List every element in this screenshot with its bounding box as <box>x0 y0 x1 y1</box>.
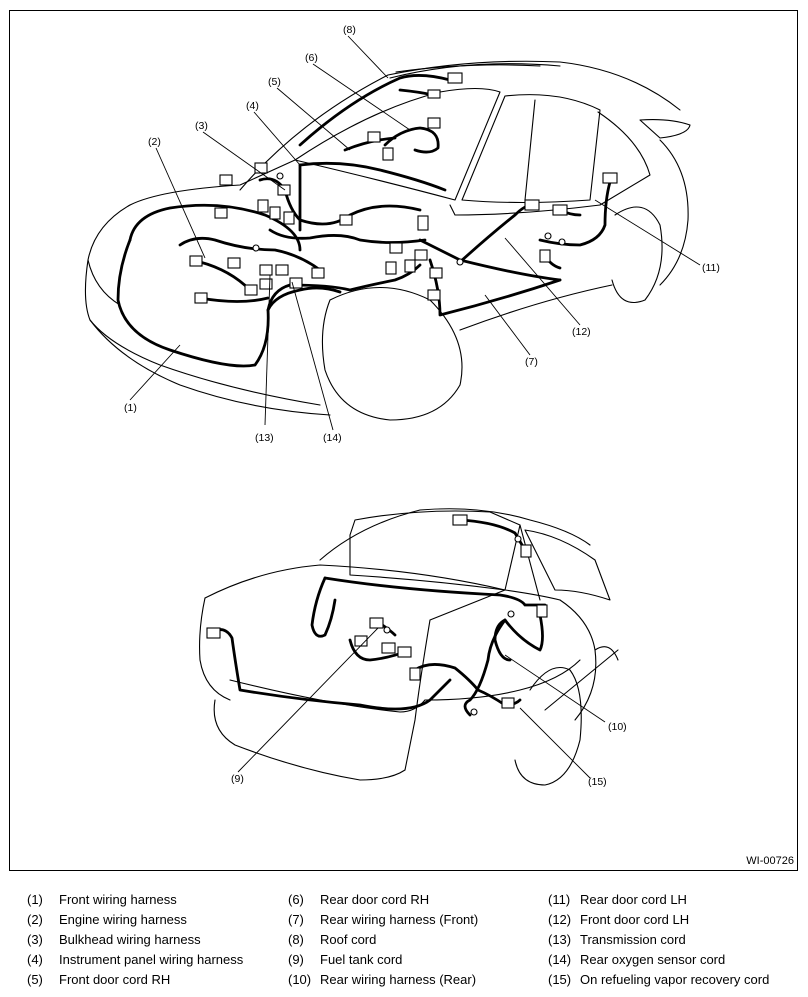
callout-12: (12) <box>572 326 591 338</box>
legend-item: (3)Bulkhead wiring harness <box>27 932 201 947</box>
callout-6: (6) <box>305 52 318 64</box>
rear-harness-runs <box>210 518 547 717</box>
legend-item: (14)Rear oxygen sensor cord <box>548 952 726 967</box>
legend-item: (6)Rear door cord RH <box>288 892 430 907</box>
legend-item: (9)Fuel tank cord <box>288 952 403 967</box>
callout-14: (14) <box>323 432 342 444</box>
front-car-outline <box>84 60 691 421</box>
callout-15: (15) <box>588 776 607 788</box>
diagram-frame <box>9 10 798 871</box>
callout-7: (7) <box>525 356 538 368</box>
legend-item: (4)Instrument panel wiring harness <box>27 952 244 967</box>
legend-item: (11)Rear door cord LH <box>548 892 687 907</box>
legend: (1)Front wiring harness (2)Engine wiring… <box>0 888 808 997</box>
callout-10: (10) <box>608 721 627 733</box>
callout-8: (8) <box>343 24 356 36</box>
callout-11: (11) <box>702 262 720 274</box>
legend-item: (2)Engine wiring harness <box>27 912 187 927</box>
legend-item: (8)Roof cord <box>288 932 377 947</box>
legend-item: (12)Front door cord LH <box>548 912 690 927</box>
callout-13: (13) <box>255 432 274 444</box>
callout-3: (3) <box>195 120 208 132</box>
legend-item: (15)On refueling vapor recovery cord <box>548 972 770 987</box>
callout-2: (2) <box>148 136 161 148</box>
legend-item: (1)Front wiring harness <box>27 892 177 907</box>
wiring-diagram: (8) (6) (5) (4) (3) (2) (1) (13) (14) (7… <box>84 24 720 788</box>
callout-5: (5) <box>268 76 281 88</box>
leader-lines <box>129 35 701 779</box>
callout-labels: (8) (6) (5) (4) (3) (2) (1) (13) (14) (7… <box>124 24 720 788</box>
callout-1: (1) <box>124 402 137 414</box>
callout-4: (4) <box>246 100 259 112</box>
legend-item: (13)Transmission cord <box>548 932 686 947</box>
front-connectors <box>189 72 618 304</box>
legend-item: (7)Rear wiring harness (Front) <box>288 912 479 927</box>
figure-code: WI-00726 <box>746 855 794 867</box>
rear-connectors <box>206 514 548 716</box>
legend-item: (10)Rear wiring harness (Rear) <box>288 972 477 987</box>
front-harness-runs <box>116 74 612 368</box>
legend-item: (5)Front door cord RH <box>27 972 171 987</box>
callout-9: (9) <box>231 773 244 785</box>
